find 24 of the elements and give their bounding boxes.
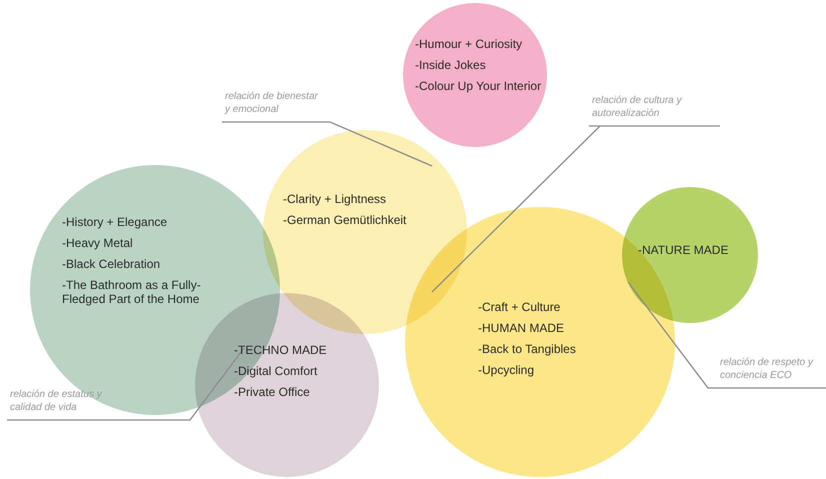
bullet-item: -Colour Up Your Interior xyxy=(415,79,542,93)
leader-line xyxy=(7,348,245,421)
leader-line xyxy=(432,125,721,292)
bullet-item: -Back to Tangibles xyxy=(478,342,577,356)
bullet-item: -Heavy Metal xyxy=(62,236,134,250)
bullet-item: -Clarity + Lightness xyxy=(283,192,388,206)
bullet-item: -Private Office xyxy=(234,385,311,399)
bullet-item: -NATURE MADE xyxy=(638,243,730,257)
bullet-item: -TECHNO MADE xyxy=(234,343,328,357)
leader-line xyxy=(222,121,432,167)
annotation-text: relación de bienestar y emocional xyxy=(225,90,320,116)
bullet-item: -Humour + Curiosity xyxy=(415,37,524,51)
leader-line xyxy=(627,282,826,389)
bullet-item: -Black Celebration xyxy=(62,257,162,271)
bullet-item: -Upcycling xyxy=(478,363,536,377)
bullet-item: -Inside Jokes xyxy=(415,58,487,72)
bullet-item: -History + Elegance xyxy=(62,215,168,229)
bullet-item: -The Bathroom as a Fully-Fledged Part of the Home xyxy=(62,278,202,306)
bullet-item: -HUMAN MADE xyxy=(478,321,565,335)
annotation-text: relación de cultura y autorealización xyxy=(592,94,692,120)
bullet-item: -Digital Comfort xyxy=(234,364,318,378)
bullet-item: -Craft + Culture xyxy=(478,300,562,314)
annotation-text: relación de respeto y conciencia ECO xyxy=(720,356,820,382)
bullet-item: -German Gemütlichkeit xyxy=(283,213,408,227)
